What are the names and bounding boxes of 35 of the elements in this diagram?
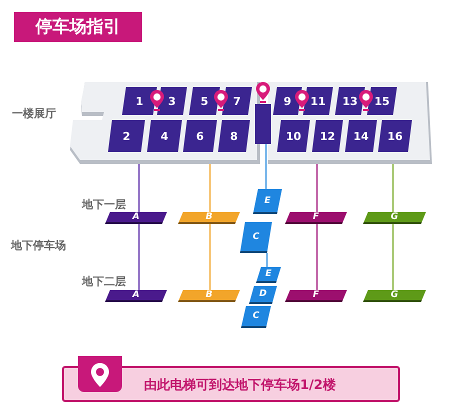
floor-label: 地下一层 bbox=[82, 197, 126, 212]
connector-line bbox=[138, 224, 140, 290]
parking-zone: G bbox=[363, 290, 426, 302]
parking-zone: G bbox=[363, 212, 426, 224]
connector-line bbox=[392, 164, 394, 212]
hall-block: 4 bbox=[147, 120, 182, 152]
connector-line bbox=[265, 144, 267, 189]
connector-line bbox=[316, 164, 318, 212]
parking-zone: F bbox=[285, 290, 347, 302]
parking-zone: E bbox=[253, 189, 282, 214]
exhibition-floor bbox=[268, 82, 432, 164]
hall-block: 16 bbox=[378, 120, 412, 152]
connector-line bbox=[266, 253, 268, 267]
parking-zone: C bbox=[240, 222, 272, 253]
hall-block: 6 bbox=[183, 120, 217, 152]
exhibition-floor bbox=[70, 82, 260, 164]
connector-line bbox=[392, 224, 394, 290]
floor-label: 地下二层 bbox=[82, 274, 126, 289]
floor-label: 地下停车场 bbox=[11, 238, 66, 253]
connector-line bbox=[209, 164, 211, 212]
parking-zone: B bbox=[178, 290, 240, 302]
parking-zone: B bbox=[178, 212, 240, 224]
connector-line bbox=[209, 224, 211, 290]
connector-line bbox=[138, 164, 140, 212]
parking-zone: C bbox=[241, 306, 271, 328]
floor-label: 一楼展厅 bbox=[12, 106, 56, 121]
parking-zone: A bbox=[105, 212, 167, 224]
title-banner: 停车场指引 bbox=[14, 12, 142, 42]
banner-text: 由此电梯可到达地下停车场1/2楼 bbox=[144, 376, 336, 394]
connector-line bbox=[316, 224, 318, 290]
parking-zone: E bbox=[256, 267, 281, 283]
parking-zone: F bbox=[285, 212, 347, 224]
parking-zone: D bbox=[249, 286, 277, 304]
parking-zone: A bbox=[105, 290, 167, 302]
hall-block: 2 bbox=[108, 120, 145, 152]
